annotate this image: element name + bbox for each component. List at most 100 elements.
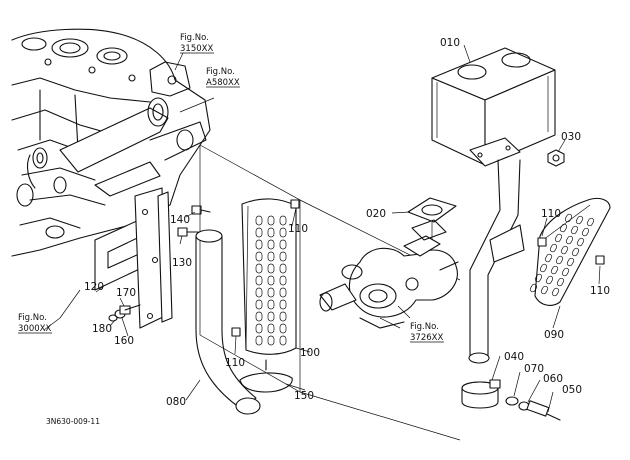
drawing-code: 3N630-009-11 (46, 417, 100, 426)
heat-shield-100 (241, 198, 297, 355)
shield-slot (267, 275, 275, 286)
shield-slot (554, 233, 563, 243)
shield-slot (581, 227, 590, 237)
shield-slot (550, 265, 559, 275)
part-label-170: 170 (116, 287, 136, 299)
shield-slot (267, 215, 275, 226)
fig-ref-3000-number: 3000XX (18, 324, 51, 334)
shield-slot (267, 227, 275, 238)
shield-slot (576, 237, 585, 247)
shield-slot (255, 227, 263, 238)
exhaust-pipe-080 (195, 229, 261, 415)
figure-reference-A580: Fig.No. A580XX (206, 67, 240, 88)
shield-slot (255, 287, 263, 298)
shield-slot (279, 251, 287, 262)
fig-ref-A580-number: A580XX (206, 78, 240, 88)
part-label-120: 120 (84, 281, 104, 293)
shield-slot (529, 283, 538, 293)
part-label-160: 160 (114, 335, 134, 347)
bolts-130-140 (177, 205, 211, 237)
shield-slot (255, 323, 263, 334)
shield-slot (255, 311, 263, 322)
shield-slot (555, 255, 564, 265)
shield-slot (551, 287, 560, 297)
shield-slot (545, 275, 554, 285)
fig-ref-3150-label: Fig.No. (180, 33, 209, 43)
shield-slot (267, 335, 275, 346)
part-label-110-shield-bottom: 110 (225, 357, 245, 369)
part-label-110-shield-top: 110 (288, 223, 308, 235)
shield-slot (267, 251, 275, 262)
part-label-140: 140 (170, 214, 190, 226)
clamp-040 (461, 379, 501, 409)
shield-slot (279, 335, 287, 346)
fig-ref-3726-label: Fig.No. (410, 322, 439, 332)
part-number-labels: 010 030 020 110 110 090 040 070 060 050 … (84, 37, 610, 408)
muffler-010 (431, 47, 556, 167)
fig-ref-3150-number: 3150XX (180, 44, 213, 54)
turbocharger (319, 219, 459, 329)
shield-slot (279, 287, 287, 298)
shield-slot (560, 245, 569, 255)
figure-reference-3150: Fig.No. 3150XX (180, 33, 214, 54)
part-label-110-right-bottom: 110 (590, 285, 610, 297)
shield-slot (255, 275, 263, 286)
shield-slot (279, 239, 287, 250)
shield-slot (561, 267, 570, 277)
shield-slot (279, 299, 287, 310)
shield-slot (570, 225, 579, 235)
shield-slot (255, 263, 263, 274)
shield-slot (279, 263, 287, 274)
shield-slot (267, 263, 275, 274)
shield-slot (564, 213, 573, 223)
shield-slot (279, 227, 287, 238)
fig-ref-A580-label: Fig.No. (206, 67, 235, 77)
shield-slot (255, 299, 263, 310)
heat-shield-090 (529, 197, 611, 306)
bolt-set-160-180 (108, 304, 141, 322)
gasket-020 (407, 197, 457, 248)
shield-slot (544, 253, 553, 263)
part-label-090: 090 (544, 329, 564, 341)
part-label-130: 130 (172, 257, 192, 269)
screws-110-right (537, 237, 605, 265)
figure-reference-3000: Fig.No. 3000XX (18, 313, 52, 334)
shield-slot (279, 311, 287, 322)
shield-slot (267, 239, 275, 250)
shield-slot (534, 273, 543, 283)
part-label-050: 050 (562, 384, 582, 396)
shield-slot (540, 285, 549, 295)
shield-slot (255, 251, 263, 262)
shield-slot (267, 287, 275, 298)
shield-slot (279, 215, 287, 226)
part-label-070: 070 (524, 363, 544, 375)
shield-slot (267, 311, 275, 322)
shield-slot (575, 215, 584, 225)
shield-slot (549, 243, 558, 253)
part-label-080: 080 (166, 396, 186, 408)
part-label-100: 100 (300, 347, 320, 359)
shield-slot (279, 323, 287, 334)
part-label-020: 020 (366, 208, 386, 220)
shield-slot (255, 335, 263, 346)
part-label-030: 030 (561, 131, 581, 143)
part-label-110-right-top: 110 (541, 208, 561, 220)
figure-reference-3726: Fig.No. 3726XX (410, 322, 444, 343)
shield-slot (267, 299, 275, 310)
tail-pipe (468, 159, 525, 364)
shield-slot (279, 275, 287, 286)
shield-slot (571, 247, 580, 257)
part-label-060: 060 (543, 373, 563, 385)
fig-ref-3726-number: 3726XX (410, 333, 443, 343)
fasteners-050-070 (505, 396, 561, 421)
part-label-180: 180 (92, 323, 112, 335)
fig-ref-3000-label: Fig.No. (18, 313, 47, 323)
bracket-120 (94, 187, 173, 329)
shield-slot (267, 323, 275, 334)
leader-lines (43, 44, 601, 413)
part-label-150: 150 (294, 390, 314, 402)
shield-slot (565, 235, 574, 245)
shield-slot (586, 217, 595, 227)
